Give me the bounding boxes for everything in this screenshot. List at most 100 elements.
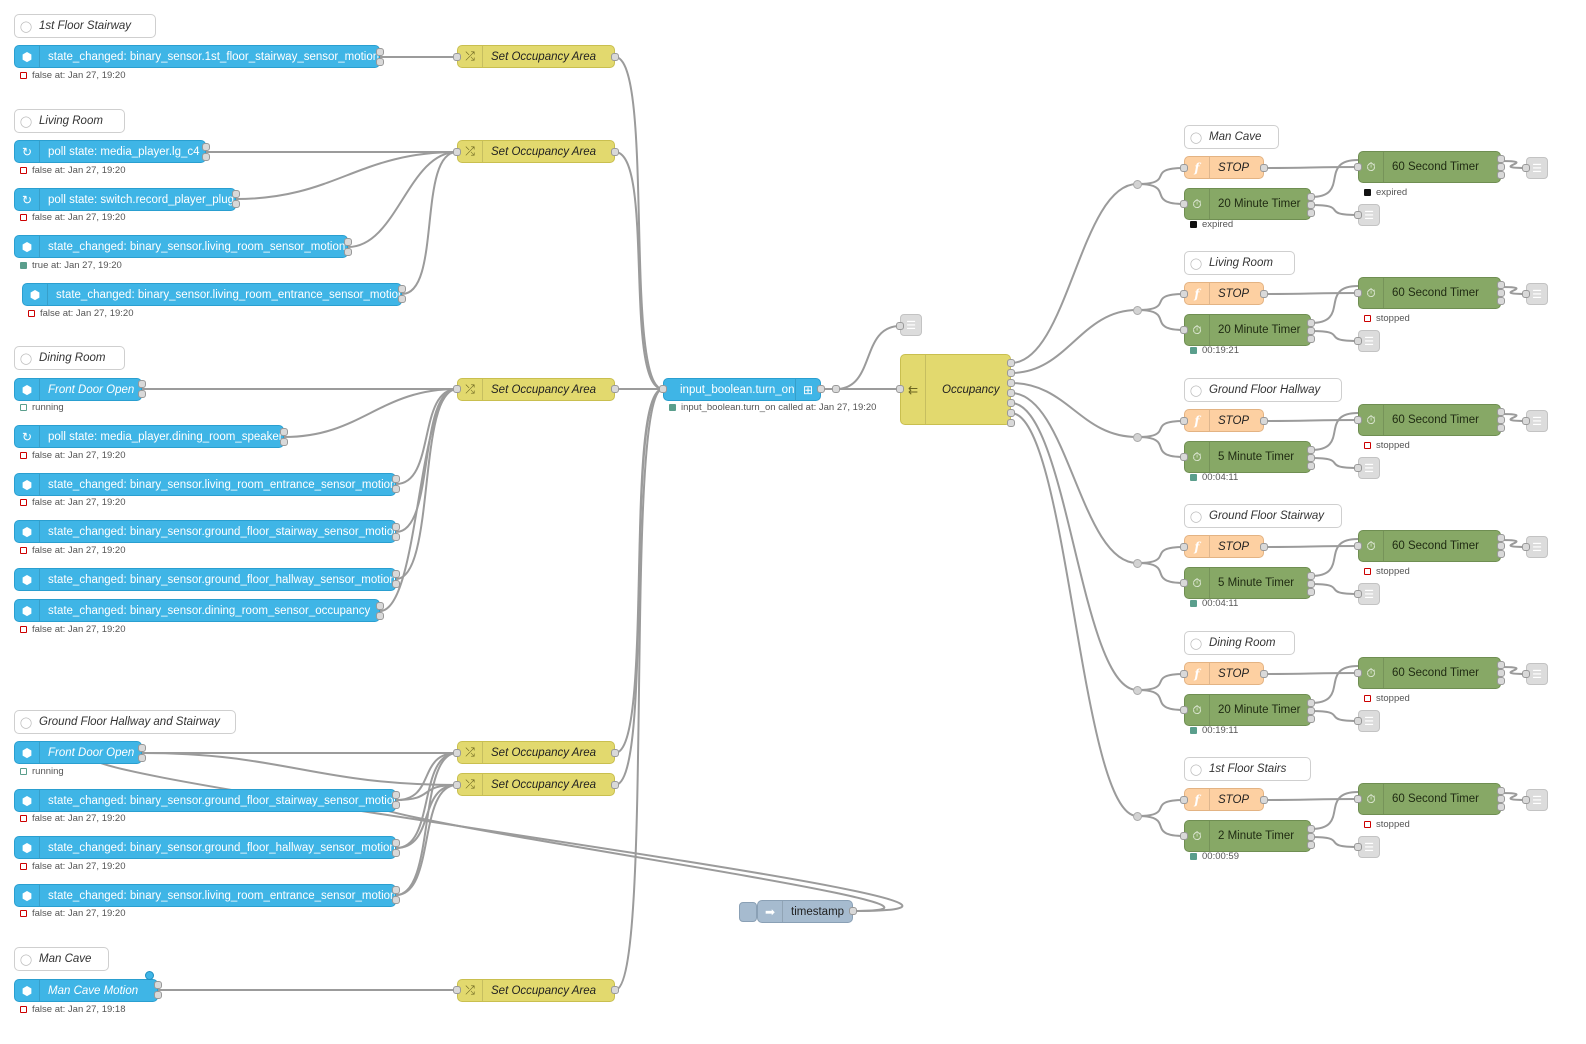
node-port[interactable] <box>1522 796 1530 804</box>
node-port[interactable] <box>1007 399 1015 407</box>
ha-node-dining-room-occupancy[interactable]: ⬢state_changed: binary_sensor.dining_roo… <box>14 599 380 622</box>
node-port[interactable] <box>1497 542 1505 550</box>
node-port[interactable] <box>202 143 210 151</box>
ha-node-ground-floor-hallway-motion-2[interactable]: ⬢state_changed: binary_sensor.ground_flo… <box>14 836 396 859</box>
node-port[interactable] <box>453 986 461 994</box>
node-port[interactable] <box>1307 327 1315 335</box>
node-port[interactable] <box>392 533 400 541</box>
node-port[interactable] <box>1497 408 1505 416</box>
inject-button[interactable] <box>739 902 757 922</box>
node-port[interactable] <box>1307 193 1315 201</box>
node-port[interactable] <box>376 612 384 620</box>
node-port[interactable] <box>1354 464 1362 472</box>
node-port[interactable] <box>1180 579 1188 587</box>
node-port[interactable] <box>1497 424 1505 432</box>
node-port[interactable] <box>1497 677 1505 685</box>
ha-node-poll-record-player[interactable]: ↻poll state: switch.record_player_plug <box>14 188 236 211</box>
node-port[interactable] <box>1307 588 1315 596</box>
node-port[interactable] <box>280 428 288 436</box>
node-port[interactable] <box>1260 670 1268 678</box>
node-port[interactable] <box>1497 155 1505 163</box>
node-port[interactable] <box>1497 416 1505 424</box>
node-port[interactable] <box>138 744 146 752</box>
node-port[interactable] <box>817 385 825 393</box>
node-port[interactable] <box>1307 572 1315 580</box>
comment-r-ground-floor-stairway[interactable]: ◯Ground Floor Stairway <box>1184 504 1342 528</box>
node-port[interactable] <box>1260 543 1268 551</box>
node-port[interactable] <box>1260 164 1268 172</box>
node-port[interactable] <box>1307 446 1315 454</box>
node-port[interactable] <box>1497 534 1505 542</box>
node-port[interactable] <box>1497 281 1505 289</box>
node-port[interactable] <box>611 749 619 757</box>
node-port[interactable] <box>1007 369 1015 377</box>
node-port[interactable] <box>392 580 400 588</box>
debug-node[interactable]: ☰ <box>1526 283 1548 305</box>
sixty-second-timer-node[interactable]: ⏱60 Second Timer <box>1358 151 1501 183</box>
ha-node-living-room-entrance-motion-2[interactable]: ⬢state_changed: binary_sensor.living_roo… <box>14 473 396 496</box>
node-port[interactable] <box>453 749 461 757</box>
node-port[interactable] <box>1497 289 1505 297</box>
node-port[interactable] <box>232 190 240 198</box>
node-port[interactable] <box>1497 661 1505 669</box>
node-port[interactable] <box>1180 832 1188 840</box>
ha-node-ground-floor-hallway-motion[interactable]: ⬢state_changed: binary_sensor.ground_flo… <box>14 568 396 591</box>
node-port[interactable] <box>1522 543 1530 551</box>
timestamp-inject-node[interactable]: ➡timestamp <box>757 900 853 923</box>
node-port[interactable] <box>1007 359 1015 367</box>
node-port[interactable] <box>398 295 406 303</box>
sixty-second-timer-node[interactable]: ⏱60 Second Timer <box>1358 783 1501 815</box>
node-port[interactable] <box>1307 319 1315 327</box>
node-port[interactable] <box>832 385 840 393</box>
node-port[interactable] <box>1307 825 1315 833</box>
node-port[interactable] <box>1354 843 1362 851</box>
area-timer-node[interactable]: ⏱2 Minute Timer <box>1184 820 1311 852</box>
comment-r-first-floor-stairs[interactable]: ◯1st Floor Stairs <box>1184 757 1311 781</box>
ha-node-living-room-entrance-motion-3[interactable]: ⬢state_changed: binary_sensor.living_roo… <box>14 884 396 907</box>
node-port[interactable] <box>611 385 619 393</box>
node-port[interactable] <box>611 148 619 156</box>
node-port[interactable] <box>376 48 384 56</box>
ha-node-poll-lg-c4[interactable]: ↻poll state: media_player.lg_c4 <box>14 140 206 163</box>
switch-set-occupancy-3[interactable]: ⤮Set Occupancy Area <box>457 378 615 401</box>
node-port[interactable] <box>1180 290 1188 298</box>
node-port[interactable] <box>392 475 400 483</box>
node-port[interactable] <box>1007 389 1015 397</box>
node-port[interactable] <box>1354 289 1362 297</box>
node-port[interactable] <box>1180 796 1188 804</box>
sixty-second-timer-node[interactable]: ⏱60 Second Timer <box>1358 530 1501 562</box>
node-port[interactable] <box>392 523 400 531</box>
node-port[interactable] <box>453 148 461 156</box>
node-port[interactable] <box>138 754 146 762</box>
ha-node-poll-dining-room-speaker[interactable]: ↻poll state: media_player.dining_room_sp… <box>14 425 284 448</box>
node-port[interactable] <box>344 238 352 246</box>
node-port[interactable] <box>1260 796 1268 804</box>
node-port[interactable] <box>1354 590 1362 598</box>
node-port[interactable] <box>1180 706 1188 714</box>
occupancy-function-node[interactable]: ⇇Occupancy <box>900 354 1011 425</box>
debug-node[interactable]: ☰ <box>1358 583 1380 605</box>
node-port[interactable] <box>392 791 400 799</box>
node-port[interactable] <box>1180 543 1188 551</box>
comment-r-living-room[interactable]: ◯Living Room <box>1184 251 1295 275</box>
area-timer-node[interactable]: ⏱20 Minute Timer <box>1184 694 1311 726</box>
node-port[interactable] <box>1497 550 1505 558</box>
switch-set-occupancy-5[interactable]: ⤮Set Occupancy Area <box>457 773 615 796</box>
comment-living-room[interactable]: ◯Living Room <box>14 109 125 133</box>
node-port[interactable] <box>453 385 461 393</box>
node-port[interactable] <box>1307 699 1315 707</box>
node-port[interactable] <box>154 991 162 999</box>
area-timer-node[interactable]: ⏱5 Minute Timer <box>1184 441 1311 473</box>
node-port[interactable] <box>1354 717 1362 725</box>
node-port[interactable] <box>392 896 400 904</box>
node-port[interactable] <box>453 53 461 61</box>
node-port[interactable] <box>376 602 384 610</box>
node-port[interactable] <box>392 886 400 894</box>
node-port[interactable] <box>659 385 667 393</box>
switch-set-occupancy-6[interactable]: ⤮Set Occupancy Area <box>457 979 615 1002</box>
node-port[interactable] <box>392 801 400 809</box>
node-port[interactable] <box>1180 164 1188 172</box>
